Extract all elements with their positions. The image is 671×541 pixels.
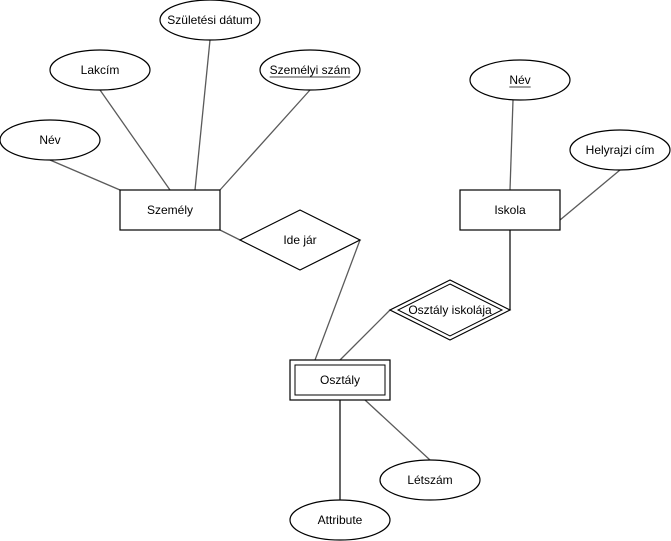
key-attribute-label: Személyi szám — [270, 63, 351, 77]
edge-osztaly-letszam — [364, 399, 431, 461]
edge-szemely-szemelyi-szam — [219, 89, 311, 191]
attribute-letszam[interactable]: Létszám — [379, 459, 481, 501]
relationship-label: Ide jár — [283, 233, 316, 247]
attribute-label: Lakcím — [81, 63, 120, 77]
attribute-szemely-nev[interactable]: Név — [0, 119, 101, 161]
edge-iskola-helyrajzi-cim — [559, 169, 621, 221]
relationship-label: Osztály iskolája — [408, 303, 492, 317]
entity-label: Osztály — [320, 373, 360, 387]
attribute-helyrajzi-cim[interactable]: Helyrajzi cím — [569, 129, 671, 171]
edge-szemely-nev — [49, 159, 121, 191]
edge-ide-jar-osztaly — [314, 239, 361, 361]
entity-iskola[interactable]: Iskola — [459, 189, 561, 231]
attribute-szuletesi-datum[interactable]: Születési dátum — [159, 0, 261, 41]
attribute-label: Helyrajzi cím — [586, 143, 655, 157]
attribute-label: Név — [39, 133, 60, 147]
entity-label: Iskola — [494, 203, 526, 217]
edges — [49, 39, 621, 500]
attribute-iskola-nev-key[interactable]: Név — [469, 59, 571, 101]
edge-szemely-szuletesi-datum — [194, 39, 211, 191]
edge-osztaly-osztaly-iskolaja — [339, 309, 391, 361]
attribute-label: Attribute — [318, 513, 363, 527]
entity-osztaly[interactable]: Osztály — [289, 359, 391, 401]
key-attribute-label: Név — [509, 73, 530, 87]
relationship-osztaly-iskolaja[interactable]: Osztály iskolája — [388, 279, 512, 341]
relationship-ide-jar[interactable]: Ide jár — [238, 209, 362, 271]
attribute-label: Létszám — [407, 473, 452, 487]
attribute-lakcim[interactable]: Lakcím — [49, 49, 151, 91]
entity-szemely[interactable]: Személy — [119, 189, 221, 231]
edge-szemely-lakcim — [99, 89, 171, 191]
edge-iskola-nev — [509, 99, 514, 191]
entity-label: Személy — [147, 203, 193, 217]
edge-szemely-ide-jar — [219, 229, 241, 241]
attribute-attribute[interactable]: Attribute — [289, 499, 391, 541]
attribute-label: Születési dátum — [167, 13, 252, 27]
attribute-szemelyi-szam-key[interactable]: Személyi szám — [259, 49, 361, 91]
